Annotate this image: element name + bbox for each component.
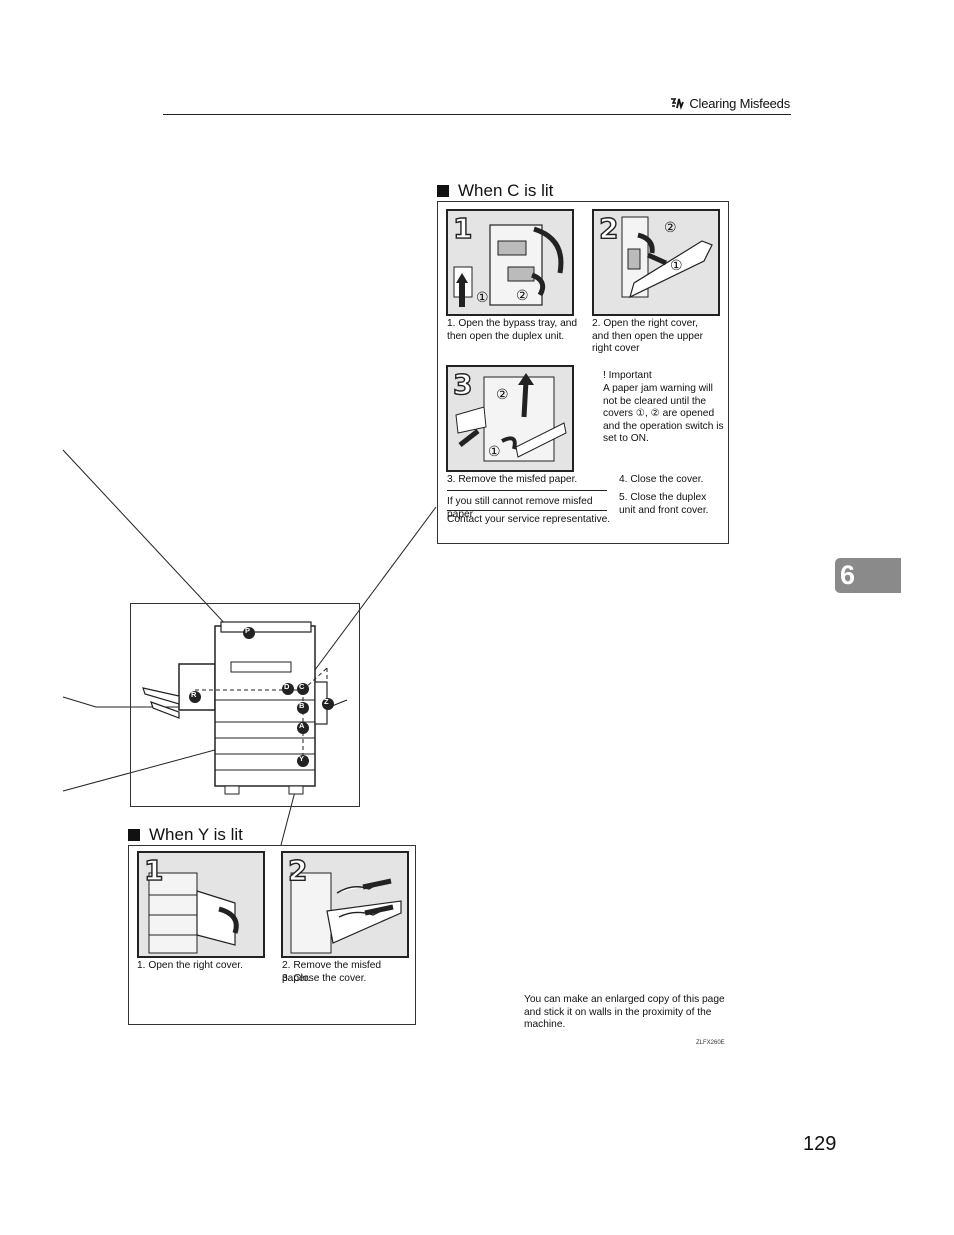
- c-step3-caption: 3. Remove the misfed paper.: [447, 474, 578, 485]
- c-step1-caption: 1. Open the bypass tray, and then open t…: [447, 318, 578, 342]
- section-c-title: When C is lit: [437, 181, 553, 201]
- c-step1-illustration: 1 ① ②: [446, 209, 574, 316]
- step-number: 3: [452, 367, 473, 401]
- section-c-box: [437, 201, 729, 544]
- bullet-square-icon: [128, 829, 140, 841]
- callout-1: ①: [488, 443, 501, 459]
- step-number: 2: [287, 853, 308, 887]
- label-a: A: [299, 721, 305, 730]
- enlarge-note: You can make an enlarged copy of this pa…: [524, 994, 725, 1031]
- c-step2-illustration: 2 ② ①: [592, 209, 720, 316]
- y-step2-caption: 2. Remove the misfed paper.: [282, 960, 382, 984]
- y-step2-illustration: 2: [281, 851, 409, 958]
- fallback-title: If you still cannot remove misfed paper: [447, 496, 593, 520]
- machine-diagram: P R D C B A Y Z: [130, 603, 360, 807]
- figure-code: ZLFX260E: [696, 1040, 725, 1046]
- step-number: 2: [598, 211, 619, 245]
- page-number: 129: [803, 1133, 837, 1155]
- c-step2-caption: 2. Open the right cover, and then open t…: [592, 318, 704, 355]
- label-z: Z: [324, 697, 329, 706]
- section-name: Clearing Misfeeds: [689, 96, 790, 111]
- y-step1-caption: 1. Open the right cover.: [137, 960, 243, 971]
- section-y-title: When Y is lit: [128, 825, 243, 845]
- fallback-rule: [447, 490, 607, 491]
- label-r: R: [191, 690, 197, 699]
- label-d: D: [284, 682, 290, 691]
- callout-1: ①: [476, 289, 489, 305]
- label-p: P: [245, 626, 251, 635]
- misfeed-icon: [671, 98, 685, 110]
- important-text: A paper jam warning will not be cleared …: [603, 383, 724, 445]
- important-title: ! Important: [603, 370, 652, 381]
- fallback-text: Contact your service representative.: [447, 514, 611, 525]
- callout-2: ②: [496, 386, 509, 402]
- callout-2: ②: [664, 219, 677, 235]
- label-b: B: [299, 701, 305, 710]
- header-rule: [163, 114, 791, 115]
- callout-2: ②: [516, 287, 529, 303]
- label-y: Y: [299, 754, 305, 763]
- fallback-rule: [447, 510, 607, 511]
- chapter-tab[interactable]: 6: [835, 558, 901, 593]
- bullet-square-icon: [437, 185, 449, 197]
- c-step5-caption: 5. Close the duplex unit and front cover…: [619, 492, 709, 516]
- callout-1: ①: [670, 257, 683, 273]
- y-step3-caption: 3. Close the cover.: [282, 973, 367, 984]
- c-step4-caption: 4. Close the cover.: [619, 474, 704, 485]
- y-step1-illustration: 1: [137, 851, 265, 958]
- step-number: 1: [452, 211, 473, 245]
- step-number: 1: [143, 853, 164, 887]
- label-c: C: [299, 682, 305, 691]
- section-y-box: [128, 845, 416, 1025]
- c-step3-illustration: 3 ② ①: [446, 365, 574, 472]
- running-header: Clearing Misfeeds: [670, 96, 790, 111]
